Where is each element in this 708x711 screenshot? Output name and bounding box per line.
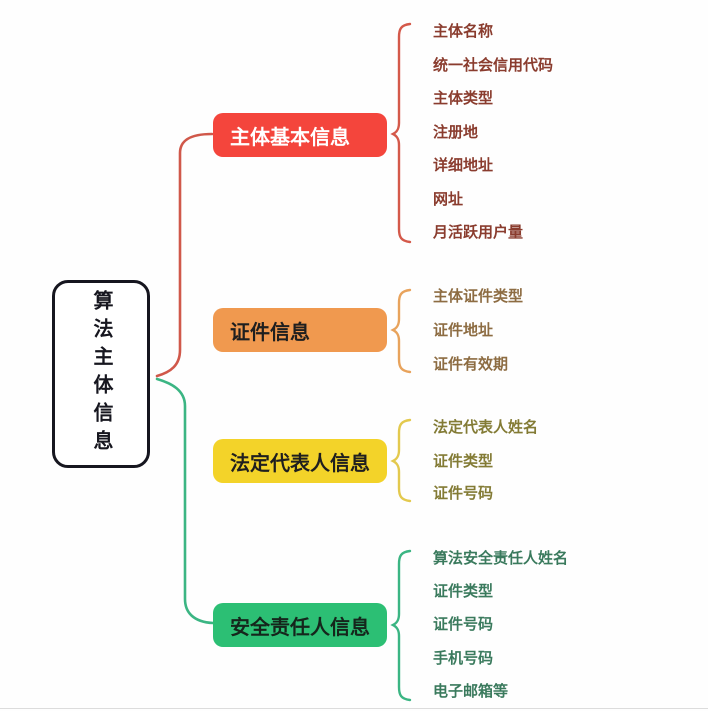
- subtopic[interactable]: 主体名称: [433, 23, 494, 40]
- subtopic[interactable]: 主体类型: [433, 90, 494, 107]
- subtopic[interactable]: 算法安全责任人姓名: [433, 550, 569, 567]
- subtopic[interactable]: 证件号码: [433, 485, 494, 502]
- brace-branch2: [390, 288, 412, 374]
- subtopic[interactable]: 详细地址: [433, 157, 494, 174]
- branch-topic-label: 主体基本信息: [230, 126, 350, 149]
- subtopic[interactable]: 注册地: [433, 124, 479, 141]
- subtopic[interactable]: 月活跃用户量: [433, 224, 524, 241]
- root-connector-branch1: [155, 132, 214, 378]
- subtopic[interactable]: 网址: [433, 191, 464, 208]
- subtopic[interactable]: 证件号码: [433, 616, 494, 633]
- image-bottom-edge: [0, 708, 708, 709]
- brace-branch1: [390, 22, 412, 244]
- branch-topic-basic-info[interactable]: 主体基本信息: [213, 113, 387, 157]
- subtopic[interactable]: 证件类型: [433, 453, 494, 470]
- branch-topic-legal-representative-info[interactable]: 法定代表人信息: [213, 439, 387, 483]
- subtopic[interactable]: 证件地址: [433, 322, 494, 339]
- root-connector-branch4: [155, 377, 215, 625]
- brace-branch4: [390, 549, 412, 702]
- subtopic[interactable]: 统一社会信用代码: [433, 57, 554, 74]
- branch-topic-label: 安全责任人信息: [230, 616, 370, 639]
- branch-topic-certificate-info[interactable]: 证件信息: [213, 308, 387, 352]
- root-topic-label: 算法主体信息: [90, 290, 112, 458]
- brace-branch3: [390, 418, 412, 503]
- root-topic[interactable]: 算法主体信息: [52, 280, 150, 468]
- branch-topic-label: 法定代表人信息: [230, 452, 370, 475]
- subtopic[interactable]: 手机号码: [433, 650, 494, 667]
- branch-topic-label: 证件信息: [230, 321, 310, 344]
- subtopic[interactable]: 法定代表人姓名: [433, 419, 539, 436]
- subtopic[interactable]: 电子邮箱等: [433, 683, 509, 700]
- subtopic[interactable]: 证件类型: [433, 583, 494, 600]
- branch-topic-security-officer-info[interactable]: 安全责任人信息: [213, 603, 387, 647]
- subtopic[interactable]: 证件有效期: [433, 356, 509, 373]
- subtopic[interactable]: 主体证件类型: [433, 288, 524, 305]
